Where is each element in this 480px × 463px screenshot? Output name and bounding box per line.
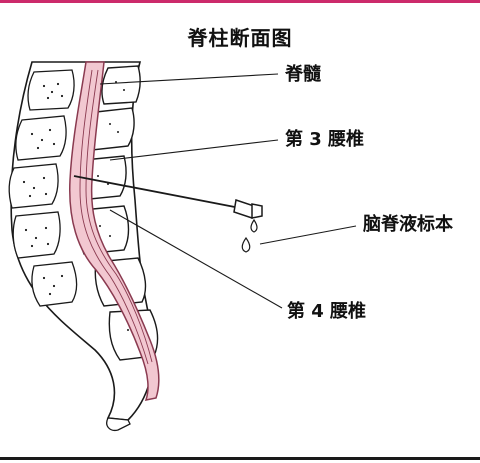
leader-spinal-cord — [99, 73, 279, 85]
coccyx — [106, 417, 131, 432]
vertebra-body-1 — [101, 65, 141, 105]
spinous-process-5 — [31, 261, 78, 307]
spinous-process-3 — [8, 163, 59, 209]
leader-lumbar-3 — [109, 139, 279, 161]
puncture-needle — [73, 175, 241, 209]
csf-droplet-1 — [250, 218, 258, 233]
spinous-process-4 — [12, 211, 61, 259]
diagram-title: 脊柱断面图 — [187, 26, 293, 50]
leader-lines — [99, 73, 357, 309]
leader-csf-sample — [259, 225, 357, 245]
leader-lumbar-4 — [109, 209, 283, 309]
spinous-process-2 — [15, 115, 67, 161]
csf-droplet-2 — [241, 236, 251, 253]
needle-cap — [251, 203, 263, 219]
cord-fibers — [79, 69, 153, 365]
needle-hub — [233, 199, 255, 219]
label-lumbar-3: 第 3 腰椎 — [285, 129, 365, 150]
top-accent-rule — [0, 0, 480, 3]
spinous-process-1 — [27, 69, 75, 111]
label-lumbar-4: 第 4 腰椎 — [287, 301, 367, 322]
posterior-elements — [8, 69, 78, 307]
label-spinal-cord: 脊髓 — [285, 64, 321, 85]
label-csf-sample: 脑脊液标本 — [363, 214, 453, 235]
bottom-accent-rule — [0, 457, 480, 460]
